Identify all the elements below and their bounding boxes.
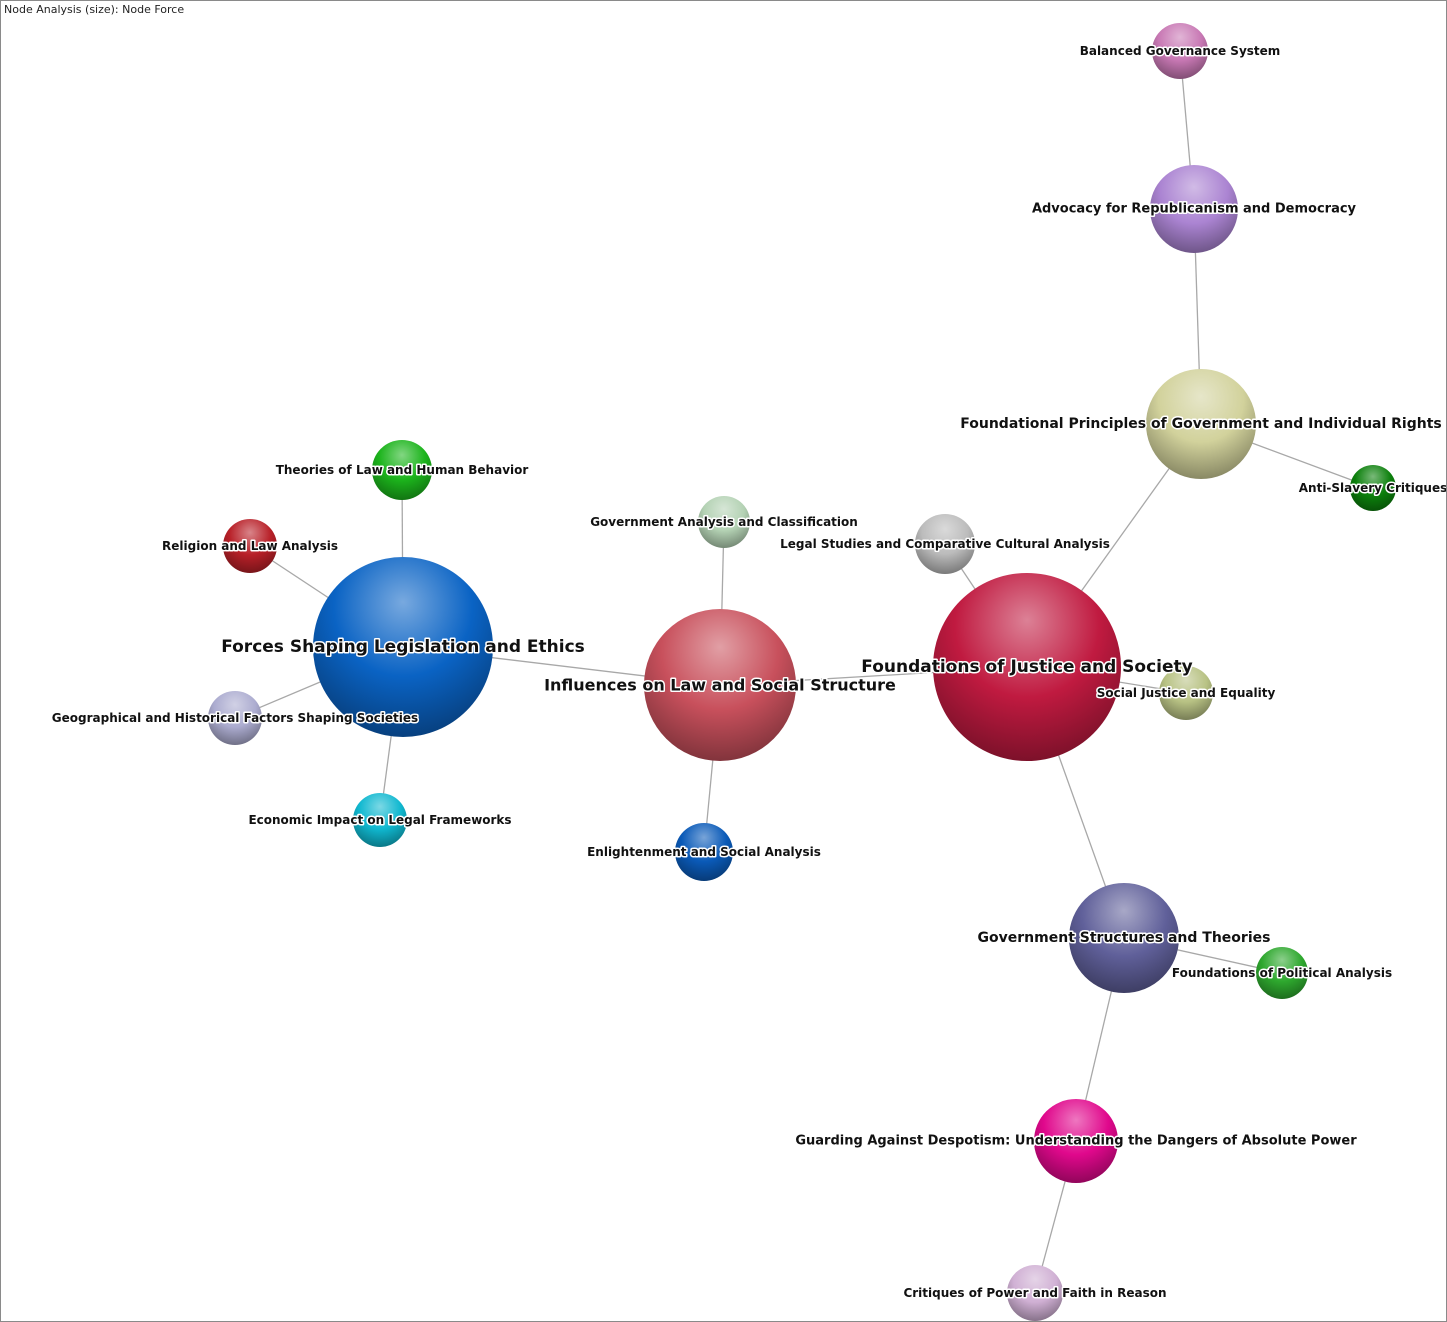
node-label-govanalysis: Government Analysis and Classification (590, 515, 858, 529)
labels-layer: Forces Shaping Legislation and EthicsInf… (50, 43, 1446, 1302)
node-label-socialjustice: Social Justice and Equality (1097, 686, 1276, 700)
node-geographical[interactable] (208, 691, 262, 745)
node-label-republicanism: Advocacy for Republicanism and Democracy (1032, 202, 1357, 217)
node-religion[interactable] (223, 519, 277, 573)
node-label-religion: Religion and Law Analysis (162, 539, 338, 553)
node-label-legalstudies: Legal Studies and Comparative Cultural A… (780, 537, 1110, 551)
node-principles[interactable] (1146, 369, 1256, 479)
node-republicanism[interactable] (1150, 165, 1238, 253)
node-label-despotism: Guarding Against Despotism: Understandin… (795, 1134, 1357, 1149)
node-antislavery[interactable] (1350, 465, 1396, 511)
node-enlightenment[interactable] (675, 823, 733, 881)
node-label-govstructures: Government Structures and Theories (978, 930, 1271, 946)
node-label-balanced: Balanced Governance System (1080, 44, 1281, 58)
node-foundations[interactable] (933, 573, 1121, 761)
node-label-influences: Influences on Law and Social Structure (544, 676, 896, 695)
node-socialjustice[interactable] (1159, 666, 1213, 720)
nodes-layer (208, 23, 1396, 1321)
node-balanced[interactable] (1152, 23, 1208, 79)
node-label-principles: Foundational Principles of Government an… (960, 416, 1442, 432)
node-legalstudies[interactable] (915, 514, 975, 574)
node-label-antislavery: Anti-Slavery Critiques (1299, 481, 1446, 495)
node-label-economic: Economic Impact on Legal Frameworks (248, 813, 511, 827)
header-label: Node Analysis (size): Node Force (4, 3, 185, 16)
node-despotism[interactable] (1034, 1099, 1118, 1183)
node-label-geographical: Geographical and Historical Factors Shap… (52, 711, 418, 725)
node-theories[interactable] (372, 440, 432, 500)
node-label-polanalysis: Foundations of Political Analysis (1172, 966, 1392, 980)
node-govstructures[interactable] (1069, 883, 1179, 993)
node-govanalysis[interactable] (698, 496, 750, 548)
node-label-theories: Theories of Law and Human Behavior (276, 463, 529, 477)
node-label-critiques: Critiques of Power and Faith in Reason (903, 1286, 1166, 1300)
node-polanalysis[interactable] (1256, 947, 1308, 999)
node-label-foundations: Foundations of Justice and Society (861, 657, 1192, 677)
node-economic[interactable] (353, 793, 407, 847)
node-label-forces: Forces Shaping Legislation and Ethics (221, 637, 585, 657)
node-label-enlightenment: Enlightenment and Social Analysis (587, 845, 821, 859)
node-critiques[interactable] (1007, 1265, 1063, 1321)
node-influences[interactable] (644, 609, 796, 761)
node-forces[interactable] (313, 557, 493, 737)
